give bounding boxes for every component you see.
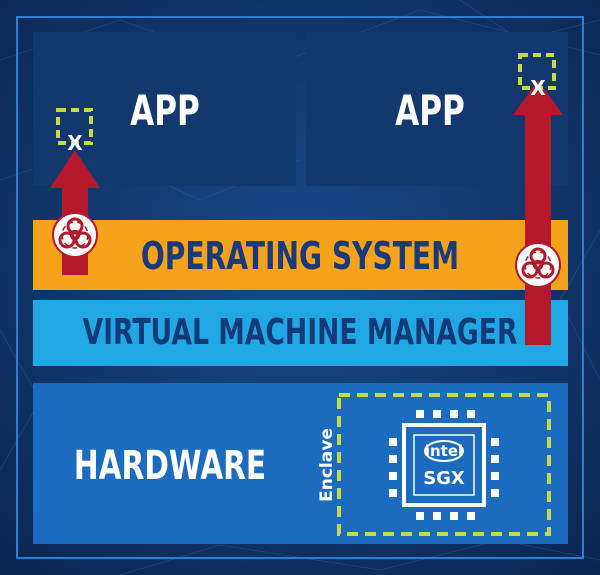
blocked-target-right xyxy=(518,53,556,90)
vmm-label: VIRTUAL MACHINE MANAGER xyxy=(82,311,518,353)
enclave-label: Enclave xyxy=(317,428,337,502)
intel-logo: intel xyxy=(424,442,464,460)
sgx-label: SGX xyxy=(423,467,465,489)
enclave-boundary xyxy=(337,393,551,536)
blocked-target-left xyxy=(56,108,93,145)
blocked-x-right: X xyxy=(530,76,546,100)
biohazard-icon xyxy=(52,212,98,258)
app-label-right: APP xyxy=(395,85,465,135)
app-label-left: APP xyxy=(130,85,200,135)
hardware-label: HARDWARE xyxy=(73,443,267,489)
operating-system-layer xyxy=(33,220,568,290)
sgx-chip xyxy=(389,410,499,520)
attack-arrow-right xyxy=(513,80,563,345)
biohazard-icon xyxy=(515,242,561,288)
vmm-layer xyxy=(33,300,568,366)
blocked-x-left: X xyxy=(67,131,83,155)
hardware-layer xyxy=(33,383,568,544)
operating-system-label: OPERATING SYSTEM xyxy=(140,234,460,278)
outer-frame xyxy=(16,16,584,559)
